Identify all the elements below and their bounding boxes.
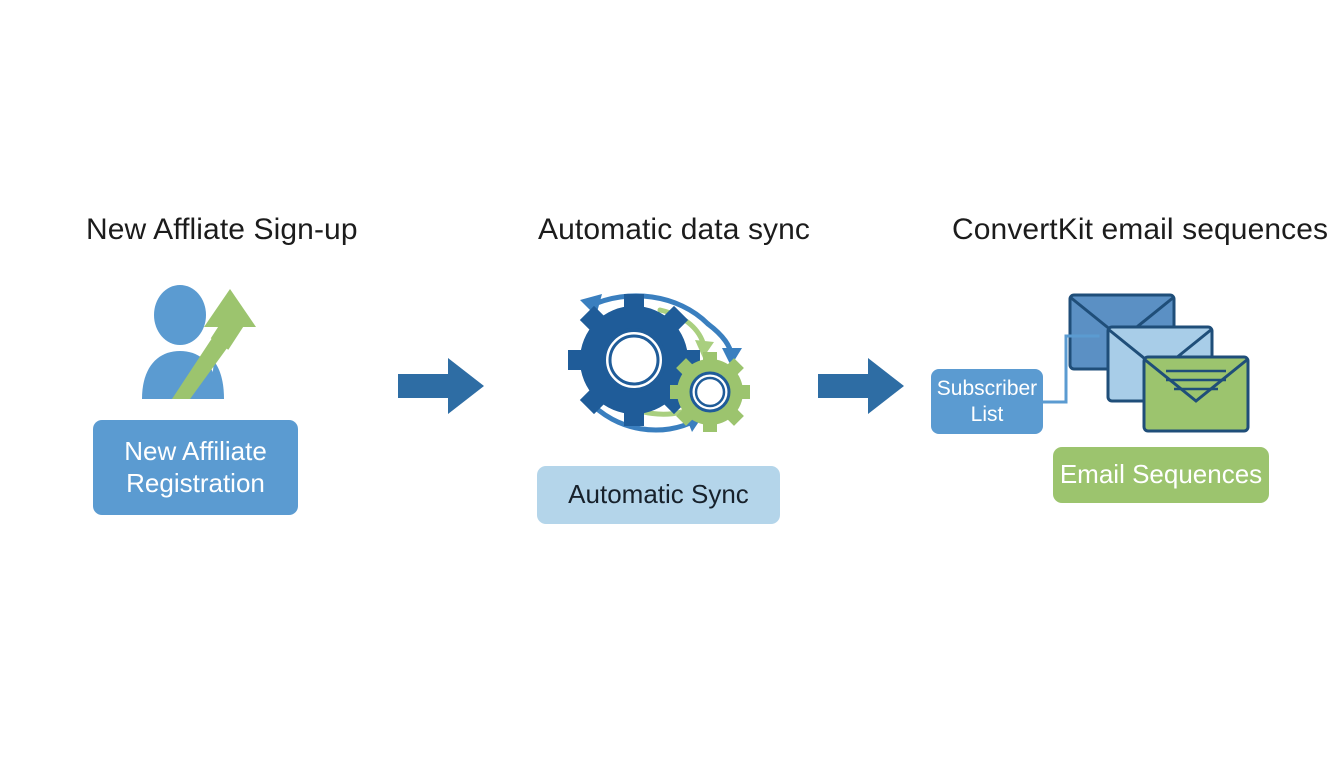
automatic-sync-label: Automatic Sync [568, 479, 749, 510]
subscriber-label-line-2: List [970, 402, 1004, 426]
flow-arrow-1 [398, 358, 484, 414]
flow-arrow-2 [818, 358, 904, 414]
new-affiliate-registration-box[interactable]: New Affiliate Registration [93, 420, 298, 515]
person-growth-arrow-icon [138, 283, 262, 401]
automatic-sync-box[interactable]: Automatic Sync [537, 466, 780, 524]
email-sequences-box[interactable]: Email Sequences [1053, 447, 1269, 503]
registration-label-line-2: Registration [126, 467, 265, 498]
stage-title-email: ConvertKit email sequences [952, 213, 1329, 246]
stage-title-signup: New Affliate Sign-up [86, 213, 358, 246]
email-sequences-label: Email Sequences [1059, 459, 1263, 490]
stage-title-sync: Automatic data sync [538, 213, 811, 246]
subscriber-list-box[interactable]: Subscriber List [931, 369, 1043, 434]
gears-sync-icon [558, 282, 758, 447]
registration-box-label: New Affiliate Registration [124, 436, 267, 499]
registration-label-line-1: New Affiliate [124, 435, 267, 466]
subscriber-list-label: Subscriber List [937, 376, 1037, 427]
envelope-stack-icon [1046, 285, 1250, 445]
subscriber-label-line-1: Subscriber [936, 376, 1038, 400]
subscriber-to-envelopes-connector [1034, 330, 1106, 412]
